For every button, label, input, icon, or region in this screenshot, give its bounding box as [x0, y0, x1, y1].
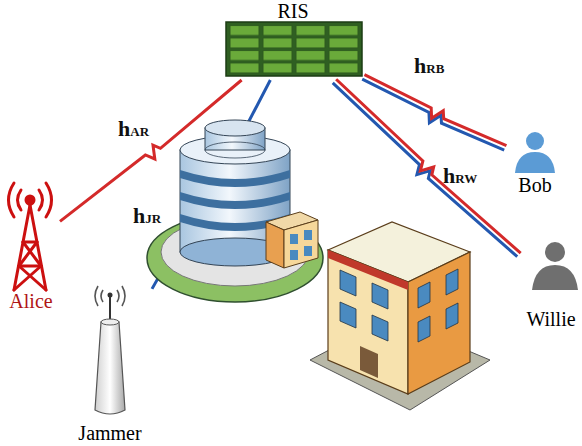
apartment-building-part — [446, 269, 458, 295]
bob-person — [515, 132, 555, 173]
alice-tower-part — [39, 190, 43, 210]
willie-person — [532, 242, 578, 290]
alice-tower-part — [46, 183, 52, 217]
channel-label: hRW — [443, 163, 477, 189]
device-node: Willie — [520, 236, 582, 330]
alice-tower-part — [23, 242, 41, 266]
small-building-part — [290, 250, 298, 260]
alice-tower-part — [18, 190, 22, 210]
apartment-building-part — [418, 316, 430, 342]
channel-link-group — [362, 75, 506, 150]
small-building-part — [266, 222, 284, 268]
small-building — [266, 212, 318, 268]
device-node: Alice — [2, 176, 60, 312]
cylinder-building-part — [205, 120, 265, 136]
ris-panel-part — [226, 22, 362, 76]
alice-tower-part — [26, 196, 34, 204]
channel-label: hAR — [118, 116, 149, 142]
cylinder-building-part — [180, 170, 290, 187]
apartment-building-part — [372, 283, 388, 309]
small-building-part — [284, 220, 318, 268]
apartment-building — [310, 222, 490, 410]
cylinder-building-part — [205, 142, 265, 158]
alice-tower-part — [19, 266, 46, 290]
jammer-device-part — [95, 322, 125, 414]
jammer-device-part — [117, 290, 119, 302]
jammer-device-part — [109, 296, 111, 320]
channel-link-group — [333, 79, 521, 256]
apartment-building-part — [446, 303, 458, 329]
device-node: Jammer — [68, 282, 152, 444]
willie-person-part — [545, 242, 565, 262]
node-label: Jammer — [78, 422, 141, 444]
cylinder-building-part — [180, 192, 290, 209]
channel-label: hJR — [133, 203, 161, 229]
alice-tower-part — [9, 183, 15, 217]
small-building-part — [304, 246, 312, 256]
apartment-building-part — [340, 302, 356, 328]
channel-label: hRB — [414, 53, 444, 79]
bob-person-part — [526, 132, 544, 150]
ris-panel-part — [228, 24, 360, 74]
alice-tower — [9, 183, 52, 290]
jammer-device-part — [95, 286, 98, 306]
node-label: Alice — [9, 290, 52, 312]
channel-link — [364, 75, 506, 146]
jammer-device-part — [108, 293, 113, 298]
device-node: RIS — [222, 0, 364, 80]
jammer-device-part — [101, 319, 119, 325]
channel-link-twin — [362, 79, 504, 150]
apartment-building-part — [418, 282, 430, 308]
apartment-building-part — [372, 315, 388, 341]
alice-tower-part — [19, 242, 37, 266]
apartment-building-part — [340, 270, 356, 296]
bob-person-part — [515, 152, 555, 173]
jammer-device-part — [122, 286, 125, 306]
cylinder-building — [147, 120, 323, 302]
small-building-part — [304, 230, 312, 240]
node-label: Willie — [526, 308, 575, 330]
small-building-part — [290, 234, 298, 244]
apartment-building-part — [360, 346, 378, 378]
jammer-device — [95, 286, 125, 414]
channel-link — [336, 79, 521, 253]
node-label: RIS — [277, 0, 308, 22]
cylinder-building-part — [147, 214, 323, 302]
apartment-building-part — [408, 252, 470, 394]
node-label: Bob — [518, 174, 551, 196]
jammer-device-part — [101, 290, 103, 302]
apartment-building-part — [328, 250, 408, 394]
device-node: Bob — [506, 126, 564, 196]
ris-panel — [226, 22, 362, 76]
alice-tower-part — [14, 266, 41, 290]
willie-person-part — [532, 265, 578, 290]
